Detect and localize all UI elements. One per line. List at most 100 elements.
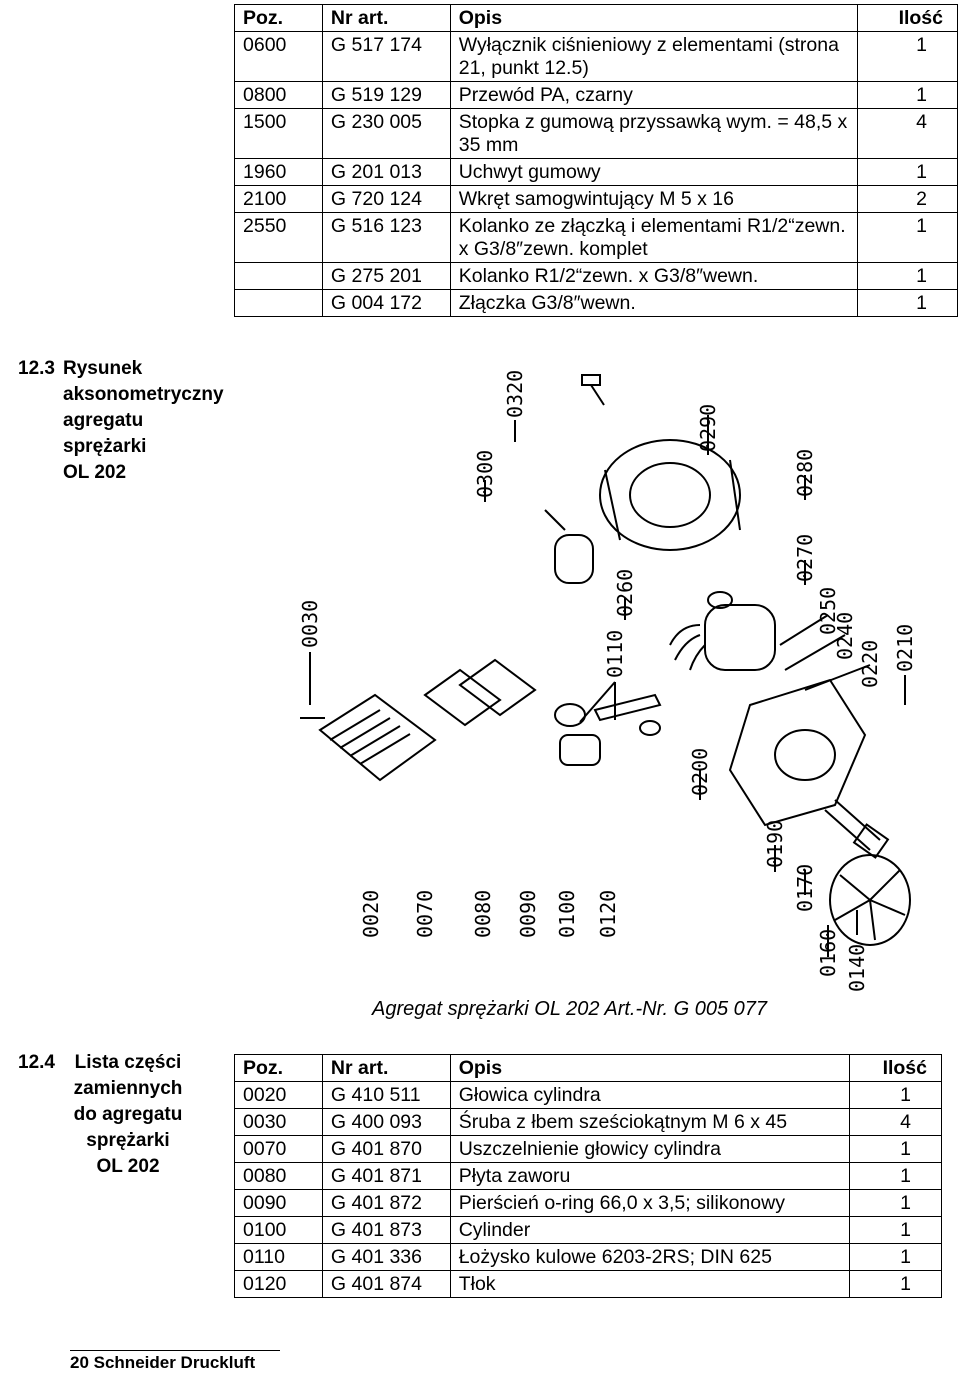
cell-quantity: 1: [849, 1270, 942, 1298]
diagram-label-0210: 0210: [893, 624, 917, 672]
cell-pos: 1500: [234, 108, 323, 159]
cell-description: Śruba z łbem sześciokątnym M 6 x 45: [449, 1108, 851, 1136]
cell-pos: 0070: [234, 1135, 323, 1163]
cell-pos: [234, 289, 323, 317]
diagram-labels: 0320 0290 0300 0280 0270 0260 0250 0240 …: [298, 370, 917, 992]
cell-quantity: 1: [849, 1162, 942, 1190]
table-header-row: Poz. Nr art. Opis Ilość: [234, 1054, 942, 1082]
diagram-label-0300: 0300: [473, 450, 497, 498]
cell-pos: 2550: [234, 212, 323, 263]
cell-pos: 0100: [234, 1216, 323, 1244]
cell-quantity: 1: [849, 1135, 942, 1163]
cell-art-no: G 401 874: [321, 1270, 451, 1298]
section-number-drawing: 12.3: [18, 358, 55, 379]
cell-quantity: 1: [849, 1189, 942, 1217]
cell-pos: 2100: [234, 185, 323, 213]
cell-description: Płyta zaworu: [449, 1162, 851, 1190]
diagram-label-0120: 0120: [596, 890, 620, 938]
header-description: Opis: [449, 4, 859, 32]
diagram-label-0020: 0020: [359, 890, 383, 938]
cell-art-no: G 401 872: [321, 1189, 451, 1217]
cell-description: Stopka z gumową przyssawką wym. = 48,5 x…: [449, 108, 859, 159]
cell-description: Tłok: [449, 1270, 851, 1298]
cell-description: Pierścień o-ring 66,0 x 3,5; silikonowy: [449, 1189, 851, 1217]
header-art-no: Nr art.: [321, 4, 451, 32]
cell-pos: 0800: [234, 81, 323, 109]
cell-description: Kolanko R1/2“zewn. x G3/8″wewn.: [449, 262, 859, 290]
cell-quantity: 1: [857, 158, 958, 186]
cell-pos: 0090: [234, 1189, 323, 1217]
cell-description: Uchwyt gumowy: [449, 158, 859, 186]
diagram-label-0170: 0170: [793, 864, 817, 912]
cell-art-no: G 401 870: [321, 1135, 451, 1163]
cell-art-no: G 401 873: [321, 1216, 451, 1244]
page-footer: 20 Schneider Druckluft: [70, 1350, 280, 1373]
cell-description: Łożysko kulowe 6203-2RS; DIN 625: [449, 1243, 851, 1271]
section-title-drawing: Rysunek aksonometryczny agregatu sprężar…: [63, 358, 224, 483]
diagram-label-0260: 0260: [613, 569, 637, 617]
cell-quantity: 1: [857, 81, 958, 109]
diagram-label-0080: 0080: [471, 890, 495, 938]
cell-pos: 0020: [234, 1081, 323, 1109]
cell-art-no: G 519 129: [321, 81, 451, 109]
cell-art-no: G 201 013: [321, 158, 451, 186]
cell-quantity: 4: [849, 1108, 942, 1136]
exploded-view-diagram: 0320 0290 0300 0280 0270 0260 0250 0240 …: [298, 370, 917, 992]
header-pos: Poz.: [234, 1054, 323, 1082]
diagram-label-0320: 0320: [503, 370, 527, 418]
cell-quantity: 1: [857, 262, 958, 290]
diagram-label-0190: 0190: [763, 820, 787, 868]
cell-pos: [234, 262, 323, 290]
cell-quantity: 1: [857, 212, 958, 263]
header-art-no: Nr art.: [321, 1054, 451, 1082]
header-description: Opis: [449, 1054, 851, 1082]
section-number-parts: 12.4: [18, 1052, 55, 1073]
cell-quantity: 1: [849, 1243, 942, 1271]
diagram-label-0090: 0090: [516, 890, 540, 938]
diagram-label-0270: 0270: [793, 534, 817, 582]
diagram-label-0110: 0110: [603, 630, 627, 678]
cell-art-no: G 275 201: [321, 262, 451, 290]
cell-description: Uszczelnienie głowicy cylindra: [449, 1135, 851, 1163]
cell-quantity: 2: [857, 185, 958, 213]
cell-description: Kolanko ze złączką i elementami R1/2“zew…: [449, 212, 859, 263]
cell-art-no: G 410 511: [321, 1081, 451, 1109]
diagram-label-0220: 0220: [858, 640, 882, 688]
cell-quantity: 4: [857, 108, 958, 159]
diagram-label-0240: 0240: [833, 612, 857, 660]
diagram-label-0100: 0100: [555, 890, 579, 938]
cell-quantity: 1: [849, 1081, 942, 1109]
cell-pos: 0120: [234, 1270, 323, 1298]
diagram-label-0250: 0250: [816, 587, 840, 635]
diagram-label-0070: 0070: [413, 890, 437, 938]
cell-quantity: 1: [857, 31, 958, 82]
cell-art-no: G 401 871: [321, 1162, 451, 1190]
cell-quantity: 1: [857, 289, 958, 317]
cell-art-no: G 230 005: [321, 108, 451, 159]
table-header-row: Poz. Nr art. Opis Ilość: [234, 4, 958, 32]
cell-art-no: G 400 093: [321, 1108, 451, 1136]
diagram-label-0200: 0200: [688, 748, 712, 796]
cell-pos: 0110: [234, 1243, 323, 1271]
cell-pos: 0080: [234, 1162, 323, 1190]
section-title-parts: Lista części zamiennych do agregatu sprę…: [73, 1052, 183, 1177]
cell-art-no: G 720 124: [321, 185, 451, 213]
cell-description: Złączka G3/8″wewn.: [449, 289, 859, 317]
diagram-label-0280: 0280: [793, 449, 817, 497]
cell-quantity: 1: [849, 1216, 942, 1244]
diagram-caption: Agregat sprężarki OL 202 Art.-Nr. G 005 …: [372, 998, 768, 1020]
